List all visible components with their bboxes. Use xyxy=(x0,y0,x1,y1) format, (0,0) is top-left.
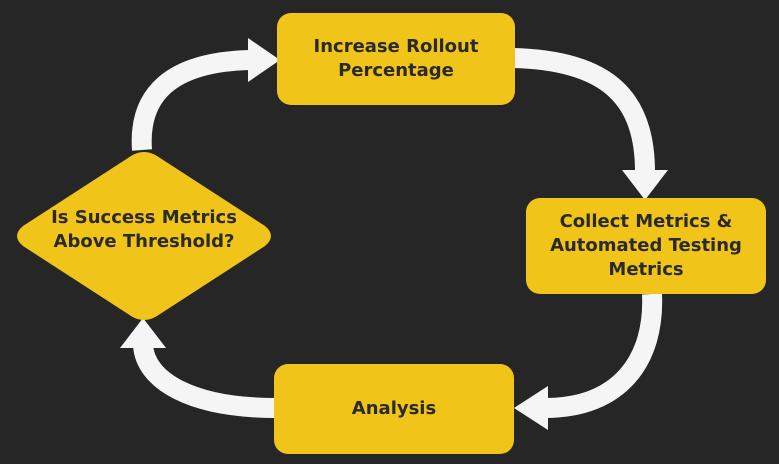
decision-diamond-shape xyxy=(17,152,271,320)
node-collect-line3: Metrics xyxy=(608,259,684,280)
arrow-increase-to-collect xyxy=(511,48,655,173)
arrow-analysis-to-decision xyxy=(133,343,277,418)
node-analysis: Analysis xyxy=(274,364,514,454)
node-analysis-label: Analysis xyxy=(351,398,437,419)
node-decision-line1: Is Success Metrics xyxy=(51,207,237,228)
arrowhead-analysis-to-decision xyxy=(120,318,166,348)
node-decision: Is Success Metrics Above Threshold? xyxy=(13,150,275,322)
arrowhead-decision-to-increase xyxy=(248,38,280,82)
node-increase-line1: Increase Rollout xyxy=(313,36,479,57)
node-decision-line2: Above Threshold? xyxy=(53,231,235,252)
node-collect-line1: Collect Metrics & xyxy=(559,211,733,232)
arrow-decision-to-increase xyxy=(131,50,251,151)
arrowhead-increase-to-collect xyxy=(622,170,668,200)
node-increase-line2: Percentage xyxy=(338,60,454,81)
node-collect-metrics: Collect Metrics & Automated Testing Metr… xyxy=(526,198,766,294)
node-collect-line2: Automated Testing xyxy=(550,235,742,256)
arrow-collect-to-analysis xyxy=(544,293,663,418)
node-increase-rollout: Increase Rollout Percentage xyxy=(277,13,515,105)
arrowhead-collect-to-analysis xyxy=(514,386,548,430)
